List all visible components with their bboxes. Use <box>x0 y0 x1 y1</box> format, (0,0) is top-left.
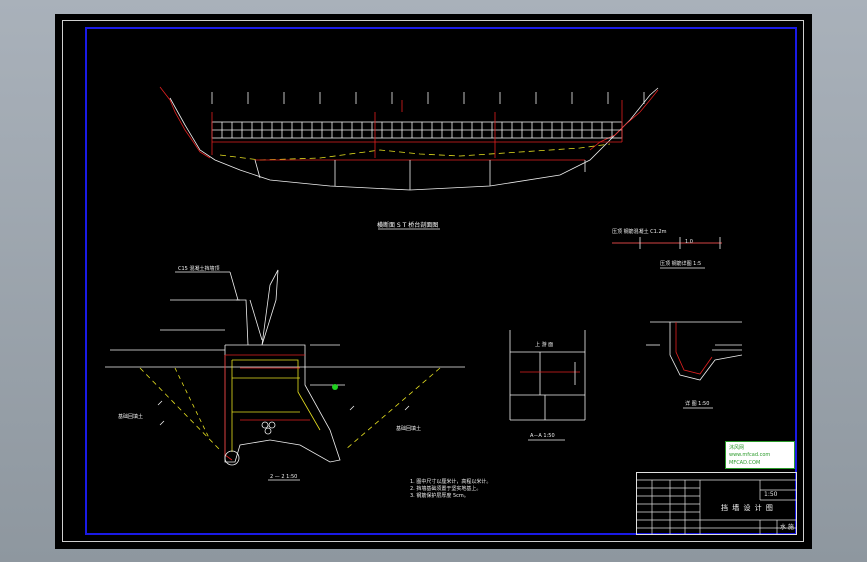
title-block <box>636 472 797 535</box>
section-left-caption: 2 — 2 1:50 <box>270 474 298 480</box>
section-left-slope-right: 基础回填土 <box>396 426 422 432</box>
detail-small-top-dim: 1.0 <box>685 239 693 245</box>
main-section <box>159 86 659 230</box>
water-line <box>219 143 611 161</box>
main-section-title: 横断面 S T 桥台剖面图 <box>377 222 439 229</box>
note-line: 3. 钢筋保护层厚度 5cm。 <box>410 493 469 499</box>
detail-small-top-caption: 压顶 钢筋详图 1:5 <box>660 261 702 267</box>
detail-right <box>646 321 743 409</box>
stamp-line-2: www.mfcad.com <box>729 452 771 458</box>
title-block-sheet: 水 施 <box>780 524 794 531</box>
retaining-wall <box>224 344 341 463</box>
detail-right-caption: 详 图 1:50 <box>685 401 710 407</box>
ground-profile <box>159 86 211 159</box>
detail-center <box>509 330 586 441</box>
section-left-slope-left: 基础回填土 <box>118 414 144 420</box>
terrain-line <box>169 87 659 191</box>
stamp-line-1: 沐风网 <box>729 445 745 451</box>
detail-small-top <box>612 237 722 269</box>
drawing-title: 挡 墙 设 计 图 <box>721 504 774 512</box>
outer-border <box>62 20 804 542</box>
section-left <box>105 269 465 481</box>
watermark-stamp: 沐风网 www.mfcad.com MFCAD.COM <box>725 441 795 469</box>
stamp-line-3: MFCAD.COM <box>729 460 761 466</box>
notes-block: 1. 图中尺寸以厘米计，高程以米计。 2. 挡墙基础须置于坚实地基上。 3. 钢… <box>410 478 530 499</box>
detail-center-top-label: 上 游 面 <box>535 342 554 348</box>
detail-center-caption: A－A 1:50 <box>530 433 555 439</box>
title-block-scale: 1:50 <box>764 491 778 498</box>
drawing-sheet <box>55 14 812 549</box>
section-left-top-label: C15 混凝土挡墙顶 <box>178 266 220 272</box>
title-block-lines <box>636 479 797 535</box>
note-line: 2. 挡墙基础须置于坚实地基上。 <box>410 486 482 492</box>
detail-small-top-label: 压顶 钢筋混凝土 C1.2m <box>612 229 667 235</box>
note-line: 1. 图中尺寸以厘米计，高程以米计。 <box>410 479 492 485</box>
drawing-border <box>85 27 797 535</box>
ground-profile-right <box>589 89 659 151</box>
